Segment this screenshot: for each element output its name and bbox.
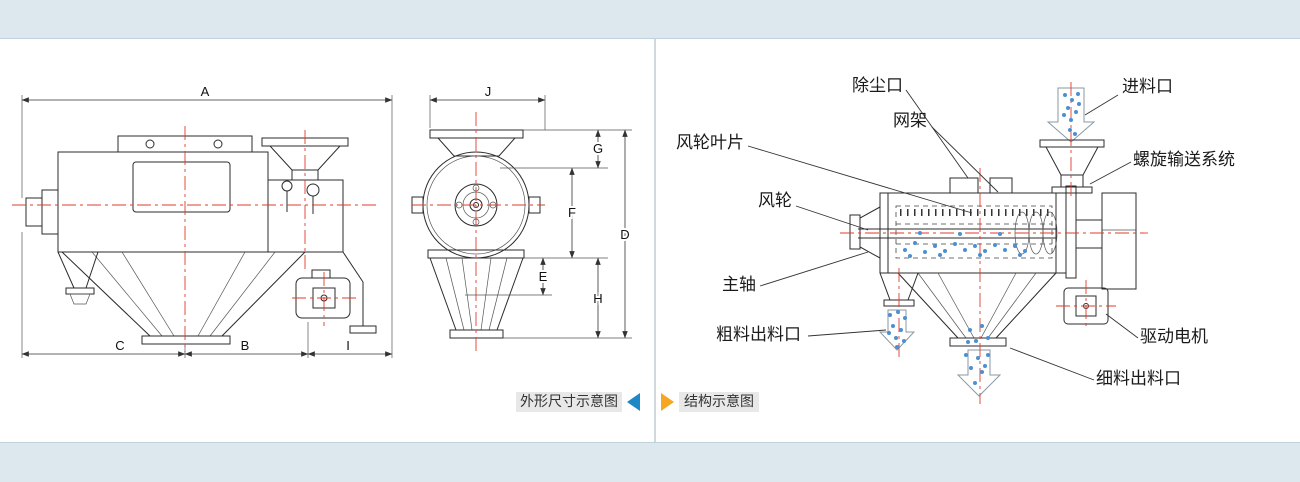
label-coarse-outlet: 粗料出料口	[716, 325, 801, 344]
structure-labels: 除尘口 进料口 风轮叶片 网架 螺旋输送系统 风轮 主轴 粗料出料口 驱动电机 …	[676, 76, 1235, 388]
feed-flow-arrow	[1046, 87, 1096, 143]
bottom-band	[0, 443, 1300, 482]
impeller-cap	[859, 206, 881, 259]
caption-left: 外形尺寸示意图	[516, 392, 640, 412]
dim-label-c: C	[115, 338, 124, 353]
label-impeller: 风轮	[758, 191, 792, 210]
callout-leader-lines	[747, 89, 1139, 381]
dimension-drawing-front-view	[411, 112, 545, 352]
label-main-shaft: 主轴	[722, 275, 756, 294]
dim-label-i: I	[346, 338, 350, 353]
label-fine-outlet: 细料出料口	[1096, 369, 1181, 388]
caption-left-text: 外形尺寸示意图	[520, 393, 618, 409]
structure-drawing	[840, 82, 1148, 404]
dim-label-e: E	[539, 269, 548, 284]
material-particles	[887, 92, 1081, 385]
dust-port-right	[989, 177, 1013, 194]
left-arrow-icon	[627, 393, 640, 411]
support-column	[1101, 192, 1137, 290]
caption-left-bg	[516, 392, 622, 412]
dim-label-f: F	[568, 205, 576, 220]
label-drive-motor: 驱动电机	[1140, 327, 1208, 346]
caption-right: 结构示意图	[661, 392, 759, 412]
label-dust-port: 除尘口	[852, 76, 903, 95]
dim-label-h: H	[593, 291, 602, 306]
dust-port-left	[949, 177, 979, 194]
dimension-drawing-side-view	[12, 126, 378, 352]
label-impeller-blades: 风轮叶片	[676, 133, 744, 152]
right-arrow-icon	[661, 393, 674, 411]
top-band	[0, 0, 1300, 38]
caption-right-bg	[679, 392, 759, 412]
caption-right-text: 结构示意图	[684, 393, 754, 409]
dim-label-g: G	[593, 141, 603, 156]
dim-label-a: A	[201, 84, 210, 99]
label-mesh-frame: 网架	[893, 111, 927, 130]
dim-label-d: D	[620, 227, 629, 242]
label-screw-conveyor: 螺旋输送系统	[1133, 150, 1235, 169]
fine-flow-arrow	[956, 349, 1002, 397]
dim-label-j: J	[485, 84, 492, 99]
dimension-annotations: A C B I J G F E H D	[21, 82, 632, 358]
label-feed-inlet: 进料口	[1122, 77, 1173, 96]
dim-label-b: B	[241, 338, 250, 353]
